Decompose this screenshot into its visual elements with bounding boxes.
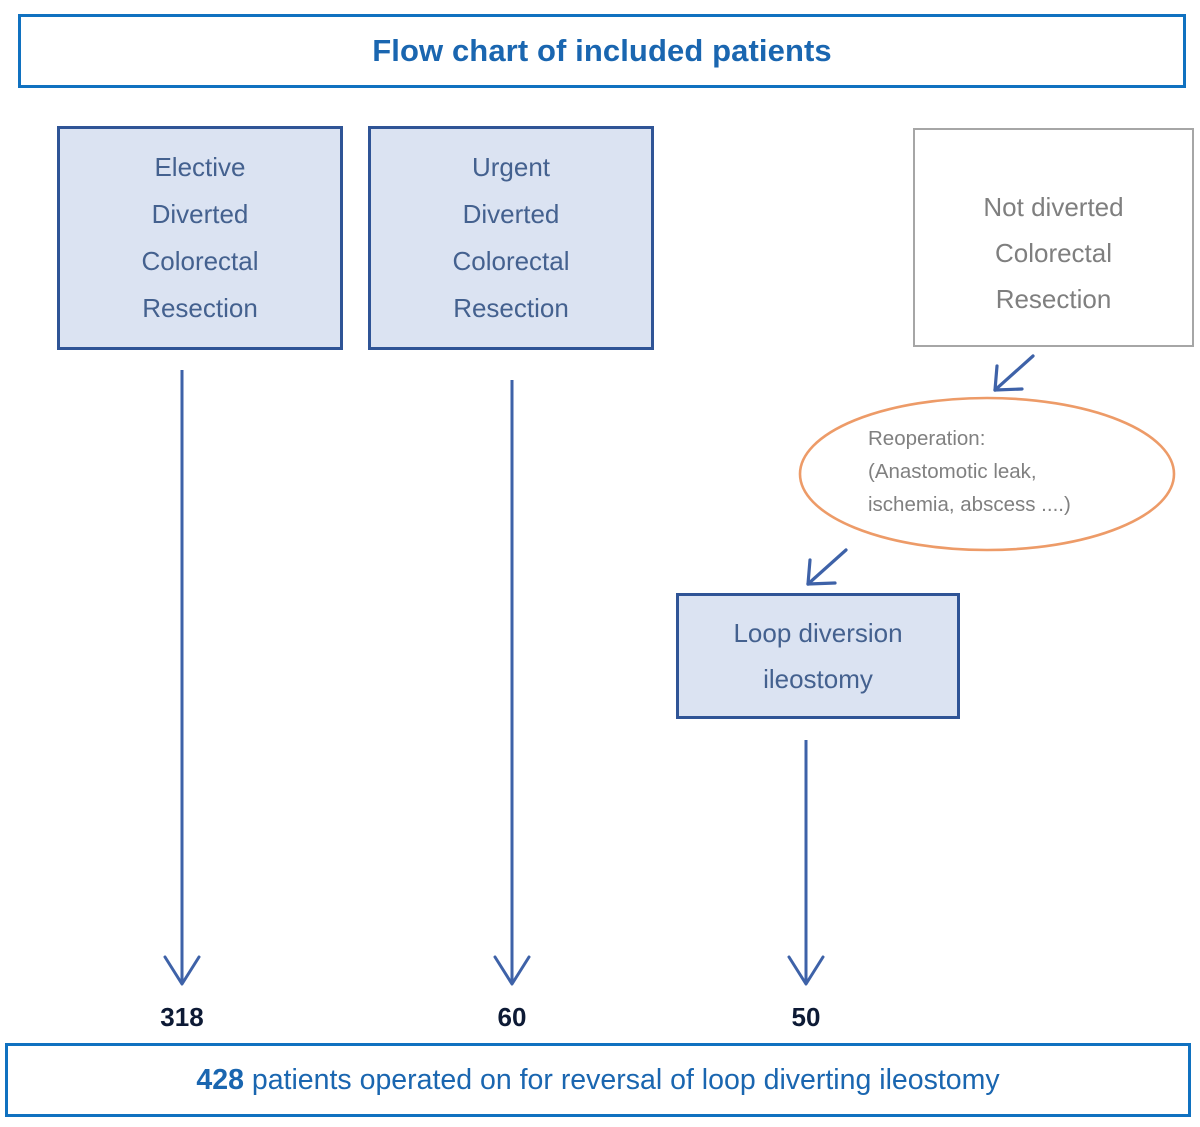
page-title: Flow chart of included patients — [372, 33, 832, 68]
arrow-loop-diversion-to-total — [787, 740, 825, 986]
node-not-diverted-colorectal-resection: Not diverted Colorectal Resection — [913, 128, 1194, 347]
count-urgent: 60 — [497, 1002, 527, 1032]
arrow-urgent-to-total — [493, 380, 531, 986]
ellipse-shape — [798, 396, 1176, 552]
arrow-not-diverted-to-reoperation — [993, 354, 1035, 392]
node-elective-line-2: Diverted — [151, 199, 249, 229]
chart-title-box: Flow chart of included patients — [18, 14, 1186, 88]
node-elective-diverted-colorectal-resection: Elective Diverted Colorectal Resection — [57, 126, 343, 350]
node-loop-diversion-line-2: ileostomy — [763, 664, 873, 694]
count-loop-diversion: 50 — [791, 1002, 821, 1032]
node-reoperation-line-2: (Anastomotic leak, — [868, 460, 1037, 483]
arrow-reoperation-to-loop-diversion — [806, 548, 848, 586]
node-loop-diversion-ileostomy: Loop diversion ileostomy — [676, 593, 960, 719]
node-loop-diversion-line-1: Loop diversion — [733, 618, 903, 648]
node-urgent-line-3: Colorectal — [452, 246, 570, 276]
count-elective: 318 — [160, 1002, 204, 1032]
node-elective-line-4: Resection — [142, 293, 258, 323]
node-elective-line-1: Elective — [154, 152, 246, 182]
node-elective-line-3: Colorectal — [141, 246, 259, 276]
node-reoperation-text: Reoperation: (Anastomotic leak, ischemia… — [868, 422, 1158, 521]
node-reoperation-ellipse: Reoperation: (Anastomotic leak, ischemia… — [798, 396, 1176, 552]
node-total-summary: 428 patients operated on for reversal of… — [5, 1043, 1191, 1117]
node-not-diverted-line-3: Resection — [995, 283, 1112, 314]
node-reoperation-line-1: Reoperation: — [868, 427, 986, 450]
node-urgent-line-2: Diverted — [462, 199, 560, 229]
node-not-diverted-line-2: Colorectal — [994, 237, 1113, 268]
node-not-diverted-line-1: Not diverted — [983, 191, 1124, 222]
node-urgent-line-1: Urgent — [471, 152, 551, 182]
node-urgent-line-4: Resection — [453, 293, 569, 323]
total-count: 428 — [196, 1063, 244, 1096]
total-summary-text: 428 patients operated on for reversal of… — [196, 1064, 999, 1097]
node-reoperation-line-3: ischemia, abscess ....) — [868, 493, 1071, 516]
node-urgent-diverted-colorectal-resection: Urgent Diverted Colorectal Resection — [368, 126, 654, 350]
total-summary-label: patients operated on for reversal of loo… — [243, 1063, 1000, 1096]
arrow-elective-to-total — [163, 370, 201, 986]
